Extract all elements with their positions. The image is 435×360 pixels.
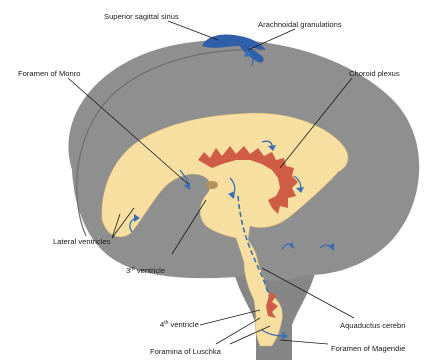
label-superior-sagittal-sinus: Superior sagittal sinus	[104, 12, 179, 21]
leader-superior-sagittal-sinus	[168, 21, 218, 40]
label-choroid-plexus: Choroid plexus	[349, 69, 400, 78]
label-foramina-of-luschka: Foramina of Luschka	[150, 347, 222, 356]
label-lateral-ventricles: Lateral ventricles	[53, 237, 111, 246]
label-aquaductus-cerebri: Aquaductus cerebri	[340, 321, 406, 330]
label-arachnoidal-granulations: Arachnoidal granulations	[258, 20, 342, 29]
interthalamic-adhesion	[206, 181, 218, 189]
label-foramen-of-magendie: Foramen of Magendie	[331, 344, 405, 353]
leader-fourth-ventricle	[200, 310, 260, 325]
label-third-ventricle: 3rd ventricle	[126, 266, 165, 275]
label-foramen-of-monro: Foramen of Monro	[18, 69, 80, 78]
label-fourth-ventricle: 4th ventricle	[160, 320, 199, 329]
